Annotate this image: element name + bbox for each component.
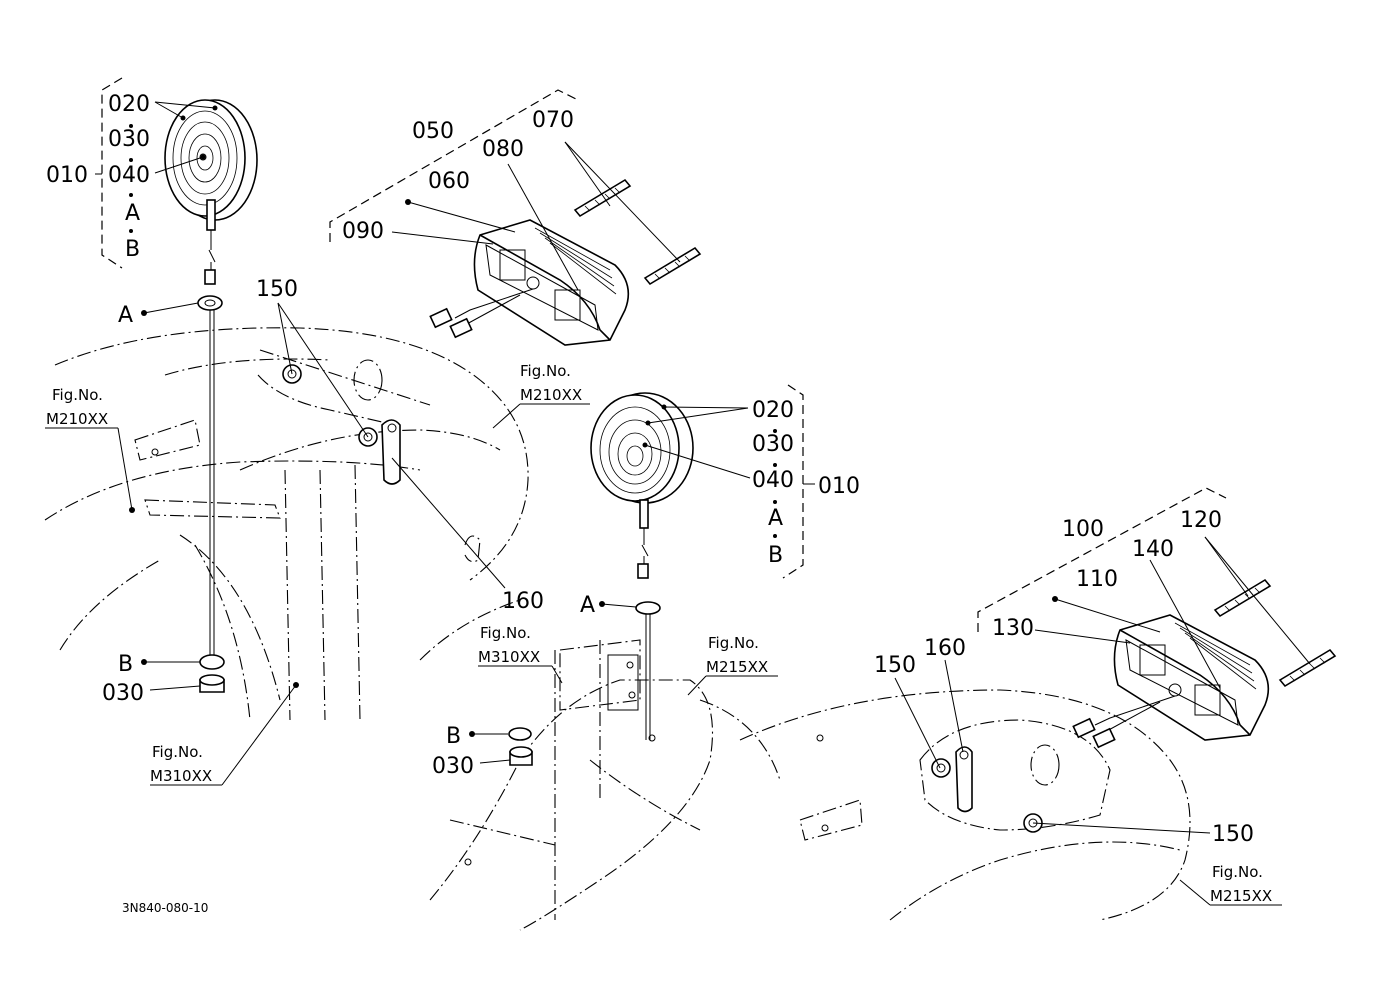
fig-ref-1-code: M210XX: [46, 410, 108, 428]
group-brackets: [95, 77, 1227, 632]
label-left-nut-030: 030: [102, 681, 144, 706]
fig-ref-4-prefix: Fig.No.: [480, 624, 531, 642]
label-left-tail-080: 080: [482, 137, 524, 162]
label-left-tail-150: 150: [256, 277, 298, 302]
center-frame-outline: [419, 599, 781, 931]
label-right-tail-120: 120: [1180, 508, 1222, 533]
fig-ref-2-prefix: Fig.No.: [520, 362, 571, 380]
label-right-tail-140: 140: [1132, 537, 1174, 562]
left-tail-lamp: [282, 178, 702, 485]
left-fender-outline: [44, 327, 529, 721]
left-round-lamp: [164, 99, 258, 693]
label-center-lamp-a: A: [768, 506, 783, 531]
fig-ref-3-code: M310XX: [150, 767, 212, 785]
label-center-washer-a: A: [580, 593, 595, 618]
label-center-lamp-030: 030: [752, 432, 794, 457]
label-left-lamp-a: A: [125, 201, 140, 226]
label-right-tail-150-b: 150: [1212, 822, 1254, 847]
label-left-tail-070: 070: [532, 108, 574, 133]
drawing-number: 3N840-080-10: [122, 901, 208, 915]
label-center-washer-b: B: [446, 724, 461, 749]
label-right-tail-150-a: 150: [874, 653, 916, 678]
center-round-lamp: [508, 392, 694, 766]
label-right-tail-130: 130: [992, 616, 1034, 641]
fig-ref-3-prefix: Fig.No.: [152, 743, 203, 761]
label-left-lamp-040: 040: [108, 163, 150, 188]
label-left-lamp-b: B: [125, 237, 140, 262]
label-left-tail-090: 090: [342, 219, 384, 244]
fig-ref-1-prefix: Fig.No.: [52, 386, 103, 404]
label-center-lamp-b: B: [768, 543, 783, 568]
label-left-lamp-020: 020: [108, 92, 150, 117]
label-left-washer-a: A: [118, 303, 133, 328]
fig-ref-6-prefix: Fig.No.: [1212, 863, 1263, 881]
label-right-tail-110: 110: [1076, 567, 1118, 592]
label-right-tail-160: 160: [924, 636, 966, 661]
right-fender-outline: [739, 689, 1191, 921]
label-left-tail-050: 050: [412, 119, 454, 144]
label-center-lamp-040: 040: [752, 468, 794, 493]
fig-ref-5-code: M215XX: [706, 658, 768, 676]
label-center-lamp-010: 010: [818, 474, 860, 499]
label-center-nut-030: 030: [432, 754, 474, 779]
label-center-lamp-020: 020: [752, 398, 794, 423]
right-tail-lamp: [931, 578, 1337, 833]
label-right-tail-100: 100: [1062, 517, 1104, 542]
fig-ref-2-code: M210XX: [520, 386, 582, 404]
label-left-washer-b: B: [118, 652, 133, 677]
label-left-lamp-030: 030: [108, 127, 150, 152]
fig-ref-6-code: M215XX: [1210, 887, 1272, 905]
label-left-tail-160: 160: [502, 589, 544, 614]
label-left-lamp-010: 010: [46, 163, 88, 188]
label-left-tail-060: 060: [428, 169, 470, 194]
fig-ref-4-code: M310XX: [478, 648, 540, 666]
fig-ref-5-prefix: Fig.No.: [708, 634, 759, 652]
leader-lines: [45, 101, 1311, 906]
